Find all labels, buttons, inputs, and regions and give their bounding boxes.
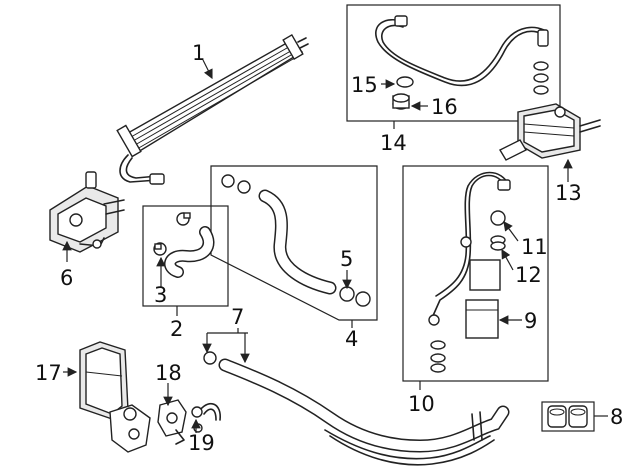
callout-7: 7 [231, 305, 244, 329]
part-14-tube-assembly [375, 15, 549, 110]
callout-4: 4 [345, 327, 358, 351]
callout-5: 5 [340, 247, 353, 271]
callout-13: 13 [555, 181, 582, 205]
part-1-oil-cooler [116, 34, 309, 185]
callout-18: 18 [155, 361, 182, 385]
callout-17: 17 [35, 361, 62, 385]
callout-3: 3 [154, 283, 167, 307]
part-10-cooler-assembly [428, 171, 511, 373]
callout-15: 15 [351, 73, 378, 97]
callout-9: 9 [524, 309, 537, 333]
callout-2: 2 [170, 317, 183, 341]
part-13-oil-cooler [499, 103, 601, 161]
callout-14: 14 [380, 131, 407, 155]
part-4-hose [221, 174, 371, 307]
part-7-cooler-tubes [203, 351, 510, 466]
part-6-cooler-bracket [49, 171, 125, 253]
callout-10: 10 [408, 392, 435, 416]
part-8-seals [547, 405, 588, 428]
box-group-10 [402, 165, 549, 382]
callout-12: 12 [515, 263, 542, 287]
part-18-bracket [157, 399, 187, 445]
callout-6: 6 [60, 266, 73, 290]
box-group-14 [346, 4, 561, 122]
leader-lines [62, 59, 608, 433]
callout-16: 16 [431, 95, 458, 119]
callout-11: 11 [521, 235, 548, 259]
part-3-hose [153, 212, 215, 278]
callout-19: 19 [188, 431, 215, 455]
part-17-pump [79, 341, 151, 453]
box-group-2 [142, 205, 229, 307]
callout-1: 1 [192, 41, 205, 65]
callout-8: 8 [610, 405, 623, 429]
